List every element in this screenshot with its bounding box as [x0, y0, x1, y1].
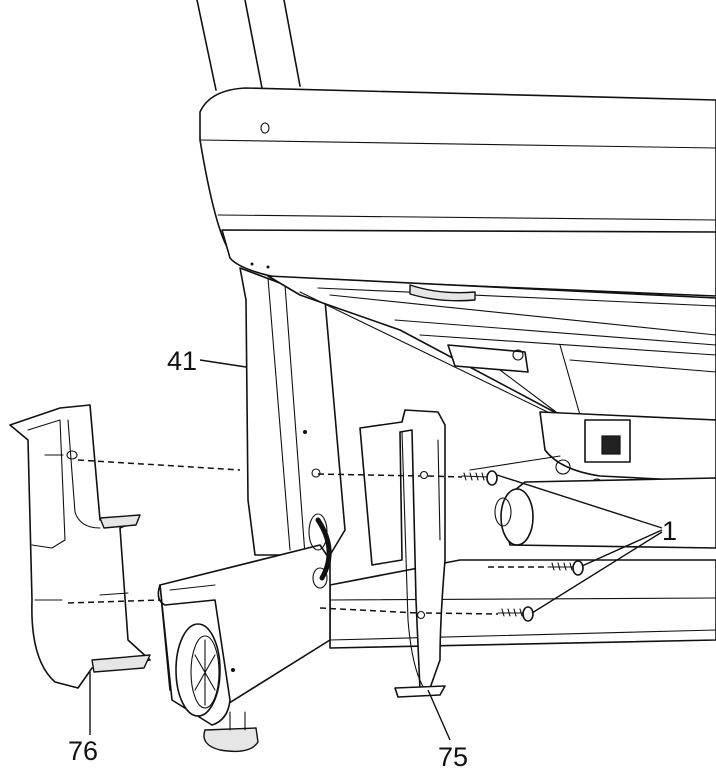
- callout-41: 41: [167, 346, 197, 376]
- wheel: [175, 623, 221, 717]
- part-75-cover: [359, 409, 446, 698]
- power-switch-icon: [601, 435, 621, 455]
- post-bolt-hole: [311, 468, 321, 478]
- callout-76: 76: [68, 736, 98, 766]
- post-hole: [303, 430, 307, 434]
- roller-end: [500, 488, 534, 546]
- console-hood: [199, 87, 716, 297]
- hood-screw-icon: [260, 122, 270, 134]
- screw-lower: [497, 606, 534, 622]
- callout-1: 1: [662, 516, 677, 546]
- part-76-cover: [9, 404, 151, 689]
- alignment-lines: [67, 459, 548, 615]
- leveling-foot: [203, 727, 259, 753]
- screw-middle: [547, 560, 584, 576]
- deck-frame: [267, 275, 716, 421]
- callout-75: 75: [438, 742, 468, 772]
- screw-upper: [461, 470, 498, 486]
- leader-lines: [89, 359, 663, 741]
- base-tube-left: [157, 544, 331, 753]
- power-cord: [308, 513, 332, 589]
